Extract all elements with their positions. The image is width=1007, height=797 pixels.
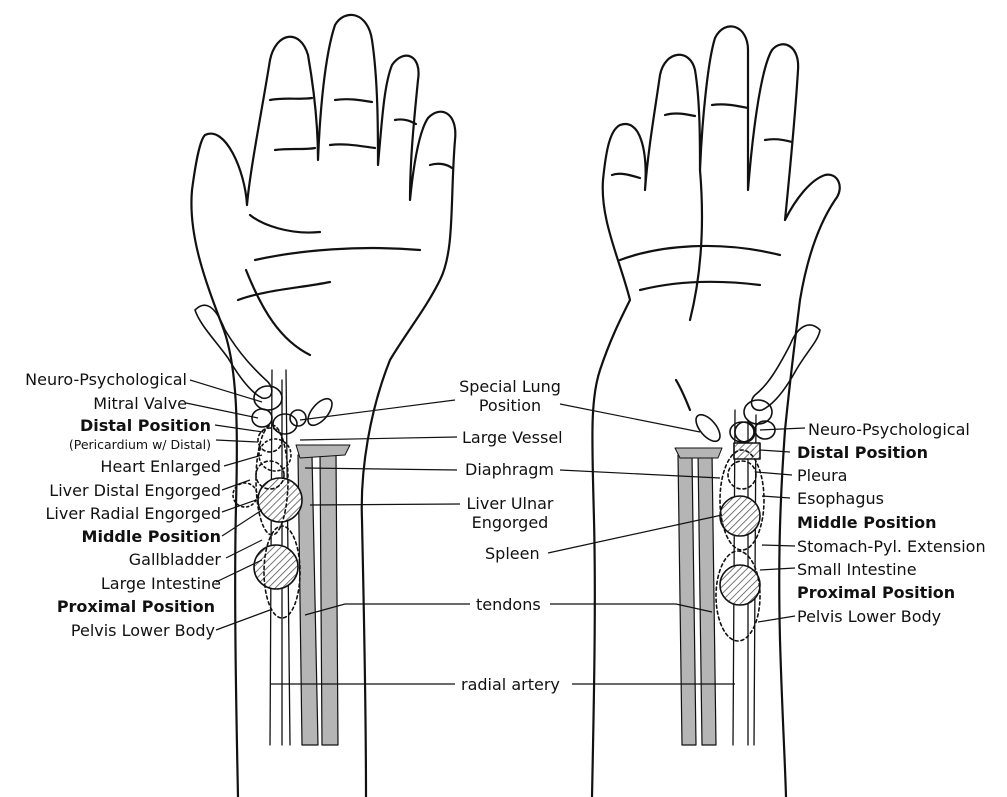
left-label-large-intestine: Large Intestine bbox=[101, 575, 221, 593]
center-label-liver-ulnar: Liver Ulnar bbox=[460, 495, 560, 513]
left-label-mitral-valve: Mitral Valve bbox=[93, 395, 187, 413]
right-label-distal-position: Distal Position bbox=[797, 444, 928, 462]
right-hand-outline bbox=[592, 26, 840, 797]
left-wrist-bones bbox=[195, 305, 336, 434]
center-label-large-vessel: Large Vessel bbox=[462, 429, 563, 447]
left-label-pericardium-note: (Pericardium w/ Distal) bbox=[69, 436, 211, 454]
left-label-liver-distal-engorged: Liver Distal Engorged bbox=[49, 482, 221, 500]
left-label-proximal-position: Proximal Position bbox=[57, 598, 215, 616]
center-label-radial-artery: radial artery bbox=[461, 676, 560, 694]
center-label-position: Position bbox=[455, 397, 565, 415]
center-label-diaphragm: Diaphragm bbox=[465, 461, 554, 479]
right-label-pleura: Pleura bbox=[797, 467, 847, 485]
right-label-stomach-pyl-extension: Stomach-Pyl. Extension bbox=[797, 538, 986, 556]
right-label-middle-position: Middle Position bbox=[797, 514, 936, 532]
center-label-engorged: Engorged bbox=[460, 514, 560, 532]
left-label-neuro-psychological: Neuro-Psychological bbox=[25, 371, 187, 389]
left-label-liver-radial-engorged: Liver Radial Engorged bbox=[46, 505, 222, 523]
center-label-special-lung: Special Lung bbox=[455, 378, 565, 396]
left-label-pelvis-lower-body: Pelvis Lower Body bbox=[71, 622, 215, 640]
left-label-distal-position: Distal Position bbox=[80, 417, 211, 435]
left-label-middle-position: Middle Position bbox=[82, 528, 221, 546]
right-label-proximal-position: Proximal Position bbox=[797, 584, 955, 602]
right-pulse-positions bbox=[716, 422, 764, 641]
center-label-spleen: Spleen bbox=[485, 545, 540, 563]
left-label-gallbladder: Gallbladder bbox=[129, 551, 221, 569]
right-label-small-intestine: Small Intestine bbox=[797, 561, 917, 579]
left-label-heart-enlarged: Heart Enlarged bbox=[100, 458, 221, 476]
center-label-tendons: tendons bbox=[476, 596, 541, 614]
right-label-esophagus: Esophagus bbox=[797, 490, 884, 508]
right-label-neuro-psychological: Neuro-Psychological bbox=[808, 421, 970, 439]
right-label-pelvis-lower-body: Pelvis Lower Body bbox=[797, 608, 941, 626]
